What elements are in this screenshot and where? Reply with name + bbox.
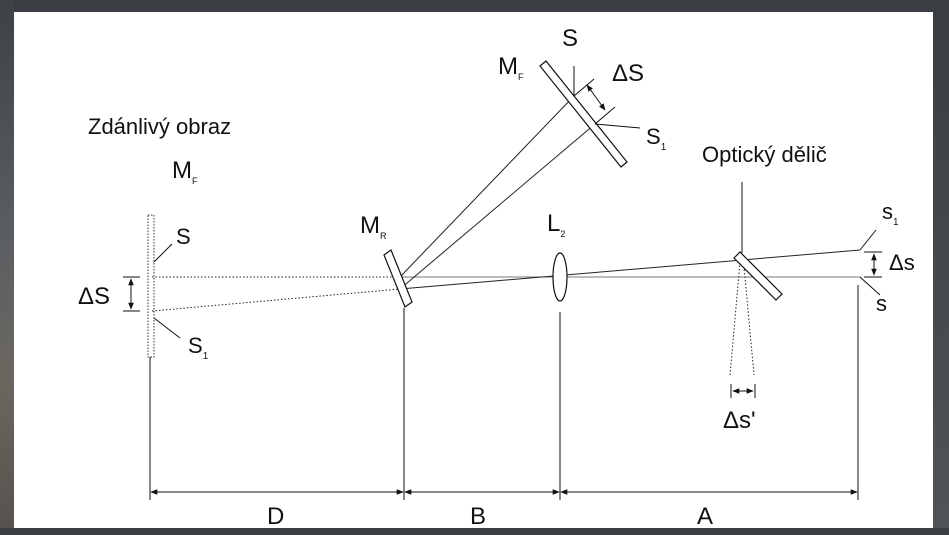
- beam-splitter-out-1: [729, 261, 741, 376]
- s1-mark-top: [594, 123, 641, 129]
- s-right-label: s: [876, 291, 887, 316]
- delta-s-top-tick-2: [594, 106, 616, 125]
- s1-right-label: s1: [882, 199, 899, 228]
- delta-s-top-tick-1: [573, 78, 595, 97]
- mr-label: MR: [360, 212, 387, 241]
- s-top-label: S: [562, 25, 578, 52]
- background-right: [933, 0, 949, 535]
- beam-splitter-out-2: [743, 265, 755, 376]
- background-left: [0, 0, 14, 535]
- mf-top-label: MF: [498, 53, 524, 82]
- lens-l2: [552, 252, 568, 302]
- beam-splitter: [733, 251, 783, 301]
- delta-s-top-label: ΔS: [612, 60, 644, 87]
- beam-s1-main: [399, 249, 861, 290]
- delta-s-top-arrow: [586, 84, 606, 111]
- beam-to-mf-top-s1: [399, 123, 596, 290]
- distance-b-label: B: [470, 503, 486, 528]
- delta-s-left-label: ΔS: [78, 283, 110, 310]
- mirror-mf-top: [539, 60, 628, 168]
- s1-mark-left: [153, 317, 181, 339]
- l2-label: L2: [547, 210, 565, 239]
- beam-splitter-label: Optický dělič: [702, 142, 827, 167]
- background-bottom: [0, 528, 949, 535]
- s-mark-left: [153, 243, 173, 263]
- distance-a-label: A: [697, 503, 713, 528]
- diagram-panel: Zdánlivý obraz Optický dělič MF MF MR L2…: [14, 12, 933, 528]
- optical-diagram: Zdánlivý obraz Optický dělič MF MF MR L2…: [78, 25, 915, 528]
- distance-d-label: D: [267, 503, 284, 528]
- s-left-label: S: [176, 224, 191, 249]
- virtual-image-label: Zdánlivý obraz: [88, 114, 231, 139]
- s1-left-label: S1: [188, 333, 209, 362]
- beam-to-mf-top-s: [399, 95, 575, 278]
- s1-mark-right: [859, 229, 877, 251]
- beam-dotted-s1-left: [151, 288, 401, 312]
- virtual-mirror-left: [147, 214, 155, 358]
- delta-s-right-label: Δs: [889, 250, 915, 275]
- s1-top-label: S1: [646, 124, 667, 153]
- mf-left-label: MF: [172, 157, 198, 186]
- background-top: [0, 0, 949, 12]
- mirror-mr: [383, 249, 413, 308]
- s-mark-right: [859, 276, 881, 296]
- delta-s-prime-label: Δs': [723, 407, 756, 434]
